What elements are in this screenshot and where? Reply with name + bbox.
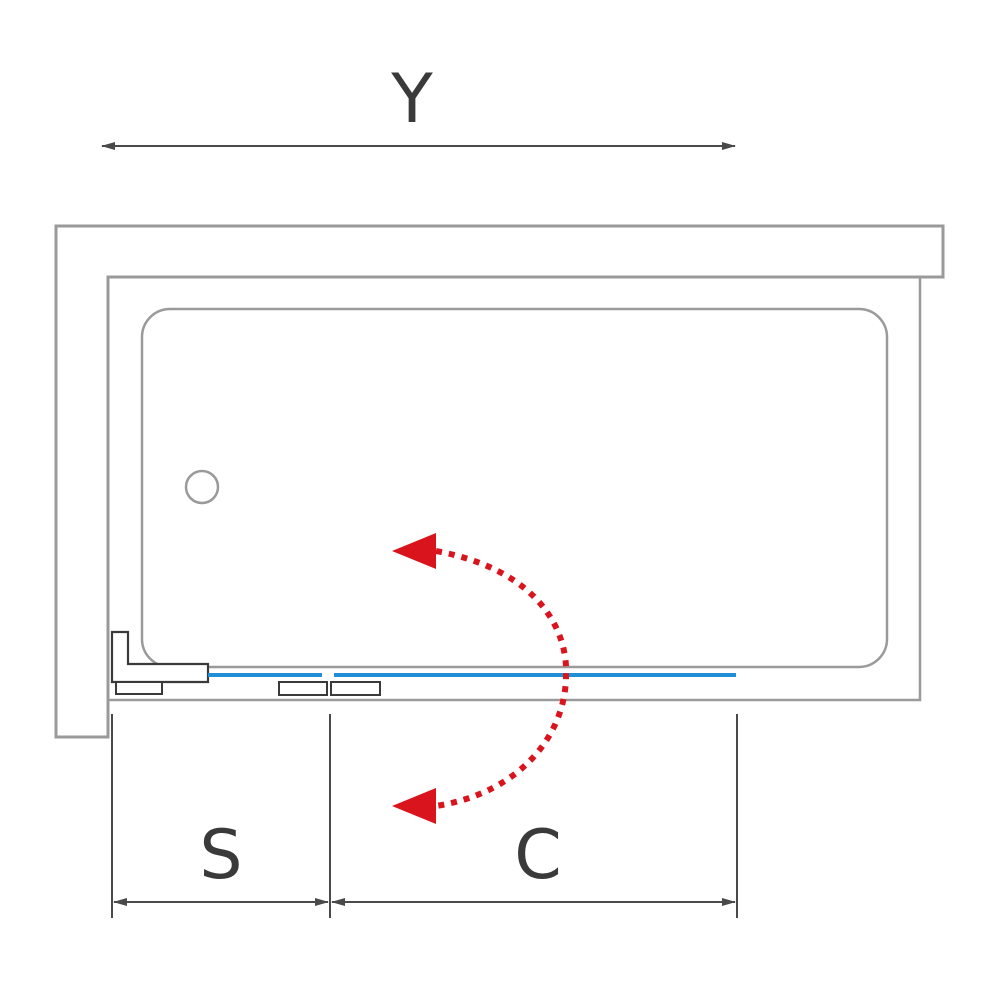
bathtub-basin xyxy=(140,307,889,669)
swing-arrowhead-up xyxy=(392,533,436,569)
swing-direction-arrow xyxy=(392,533,570,824)
dimension-y-label: Y xyxy=(390,60,433,139)
dimension-c: C xyxy=(331,816,736,906)
swing-arrowhead-down xyxy=(392,788,436,824)
dimension-y: Y xyxy=(101,60,736,150)
hinge-blocks xyxy=(278,681,381,696)
dimension-s: S xyxy=(113,816,329,906)
wall-profile-bracket xyxy=(110,630,210,695)
dimension-s-label: S xyxy=(199,816,242,895)
bathtub-outer-outline xyxy=(108,275,922,702)
dimension-extension-lines xyxy=(111,714,738,918)
drain-icon xyxy=(184,469,220,505)
dimension-c-label: C xyxy=(514,816,561,895)
